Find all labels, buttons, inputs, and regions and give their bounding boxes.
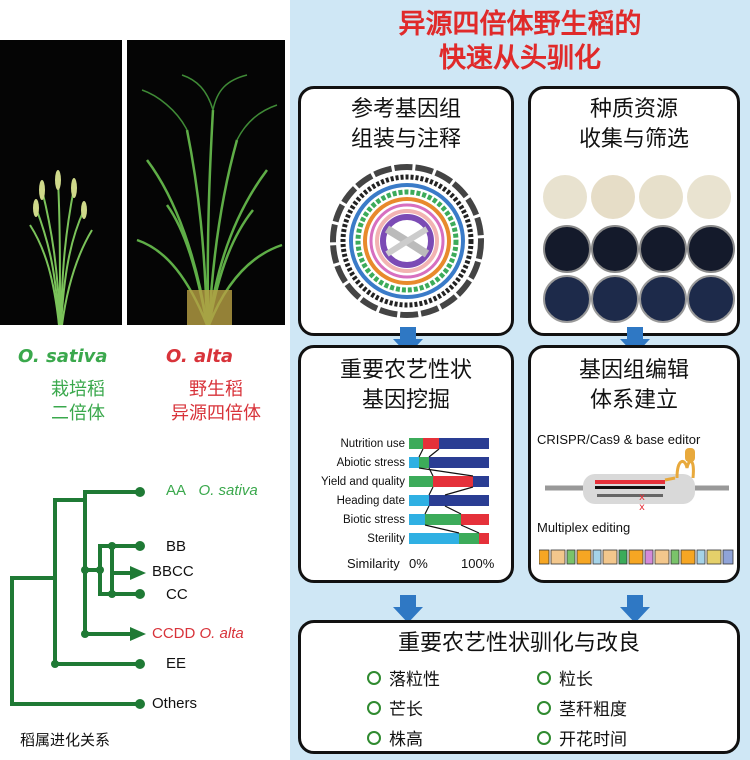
down-arrow-icon: [393, 595, 423, 623]
box-germplasm-title1: 种质资源: [589, 97, 678, 122]
bullet-icon: [367, 731, 381, 745]
tree-caption: 稻属进化关系: [20, 731, 111, 749]
box-editing-title1: 基因组编辑: [578, 358, 689, 383]
petri-dish-image: [639, 175, 683, 219]
petri-dish-image: [591, 275, 639, 323]
tree-junction: [96, 566, 104, 574]
box-germplasm: 种质资源 收集与筛选: [528, 86, 740, 336]
species-name-sativa: O. sativa: [18, 346, 108, 367]
sativa-label-line2: 二倍体: [51, 403, 105, 424]
main-title-line2: 快速从头驯化: [439, 43, 601, 74]
tree-leaf-bbcc: BBCC: [152, 563, 194, 580]
petri-dish-image: [543, 225, 591, 273]
crispr-text: CRISPR/Cas9 & base editor: [537, 432, 701, 447]
species-name-alta: O. alta: [166, 346, 234, 367]
x-tick-label: 100%: [461, 556, 495, 571]
trait-label: Biotic stress: [343, 514, 405, 526]
box-traits-title2: 基因挖掘: [361, 388, 450, 413]
sativa-label: 栽培稻 二倍体: [38, 378, 118, 426]
tree-leaf-others: Others: [152, 695, 198, 712]
box-editing-title2: 体系建立: [589, 388, 678, 413]
box-genome-assembly: 参考基因组 组装与注释: [298, 86, 514, 336]
tree-leaf-aa: AA O. sativa: [166, 482, 258, 499]
sativa-label-line1: 栽培稻: [51, 379, 105, 400]
alta-label-line2: 异源四倍体: [171, 403, 261, 424]
tree-junction: [81, 630, 89, 638]
petri-dish-image: [687, 175, 731, 219]
leaf-genome: CCDD: [152, 625, 196, 642]
trait-item-plant-height: 株高: [389, 730, 423, 750]
phylogenetic-tree: [10, 487, 146, 709]
tree-junction: [51, 660, 59, 668]
arrow-ccdd: [130, 627, 146, 641]
bullet-icon: [367, 671, 381, 685]
petri-dish-image: [687, 225, 735, 273]
leaf-species: O. alta: [199, 625, 244, 642]
alta-label: 野生稻 异源四倍体: [156, 378, 276, 426]
tree-node-cc: [135, 589, 145, 599]
tree-junction: [108, 542, 116, 550]
down-arrow-icon: [393, 327, 423, 355]
trait-item-shattering: 落粒性: [389, 670, 440, 690]
trait-similarity-bars: [409, 438, 489, 544]
dna-editing-illustration: x x: [545, 448, 729, 513]
petri-dish-image: [639, 275, 687, 323]
tree-leaf-ccdd: CCDD O. alta: [152, 625, 244, 642]
tree-junction: [81, 566, 89, 574]
trait-label: Heading date: [336, 495, 405, 507]
petri-dish-image: [591, 175, 635, 219]
bullet-icon: [537, 671, 551, 685]
wild-rice-plant-illustration: [136, 74, 283, 325]
trait-item-stem-thickness: 茎秆粗度: [559, 700, 627, 720]
tree-leaf-cc: CC: [166, 586, 188, 603]
trait-item-flowering-time: 开花时间: [559, 730, 627, 750]
x-tick-label: 0%: [409, 556, 428, 571]
trait-label: Yield and quality: [321, 476, 405, 488]
trait-label: Nutrition use: [340, 438, 405, 450]
multiplex-cassette-illustration: [539, 549, 734, 565]
tree-leaf-ee: EE: [166, 655, 187, 672]
circos-plot-illustration: [330, 164, 484, 318]
trait-item-awn-length: 芒长: [389, 700, 423, 720]
tree-node-bb: [135, 541, 145, 551]
alta-label-line1: 野生稻: [189, 379, 243, 400]
box-traits-title1: 重要农艺性状: [339, 358, 472, 383]
trait-item-grain-length: 粒长: [559, 670, 593, 690]
box-germplasm-title2: 收集与筛选: [578, 127, 689, 152]
bullet-icon: [537, 731, 551, 745]
box-domestication-title: 重要农艺性状驯化与改良: [397, 631, 640, 656]
rice-plant-illustration: [29, 170, 93, 325]
box-genome-title2: 组装与注释: [350, 127, 461, 152]
petri-dish-image: [543, 275, 591, 323]
x-axis-label: Similarity: [347, 556, 400, 571]
petri-dish-image: [591, 225, 639, 273]
photo-o-alta: [127, 40, 285, 325]
mismatch-mark: x: [639, 502, 645, 513]
petri-dish-image: [543, 175, 587, 219]
box-trait-mining: 重要农艺性状 基因挖掘 Nutrition use Abiotic stress…: [298, 345, 514, 583]
trait-label: Sterility: [367, 533, 405, 545]
box-genome-title1: 参考基因组: [350, 97, 461, 122]
petri-dish-image: [639, 225, 687, 273]
main-title-line1: 异源四倍体野生稻的: [398, 9, 642, 40]
tree-leaf-bb: BB: [166, 538, 187, 555]
petri-dish-image: [687, 275, 735, 323]
leaf-species: O. sativa: [198, 482, 258, 499]
trait-label: Abiotic stress: [336, 457, 405, 469]
tree-node-others: [135, 699, 145, 709]
down-arrow-icon: [620, 327, 650, 355]
bullet-icon: [367, 701, 381, 715]
tree-junction: [108, 590, 116, 598]
leaf-genome: AA: [166, 482, 187, 499]
photo-o-sativa: [0, 40, 122, 325]
tree-node-aa: [135, 487, 145, 497]
down-arrow-icon: [620, 595, 650, 623]
tree-node-ee: [135, 659, 145, 669]
multiplex-text: Multiplex editing: [537, 520, 631, 535]
bullet-icon: [537, 701, 551, 715]
box-genome-editing: 基因组编辑 体系建立 CRISPR/Cas9 & base editor x x…: [528, 345, 740, 583]
box-domestication: 重要农艺性状驯化与改良 落粒性 芒长 株高 粒长 茎秆粗度 开花时间: [298, 620, 740, 754]
mismatch-mark: x: [639, 492, 645, 503]
arrow-bbcc: [130, 566, 146, 580]
